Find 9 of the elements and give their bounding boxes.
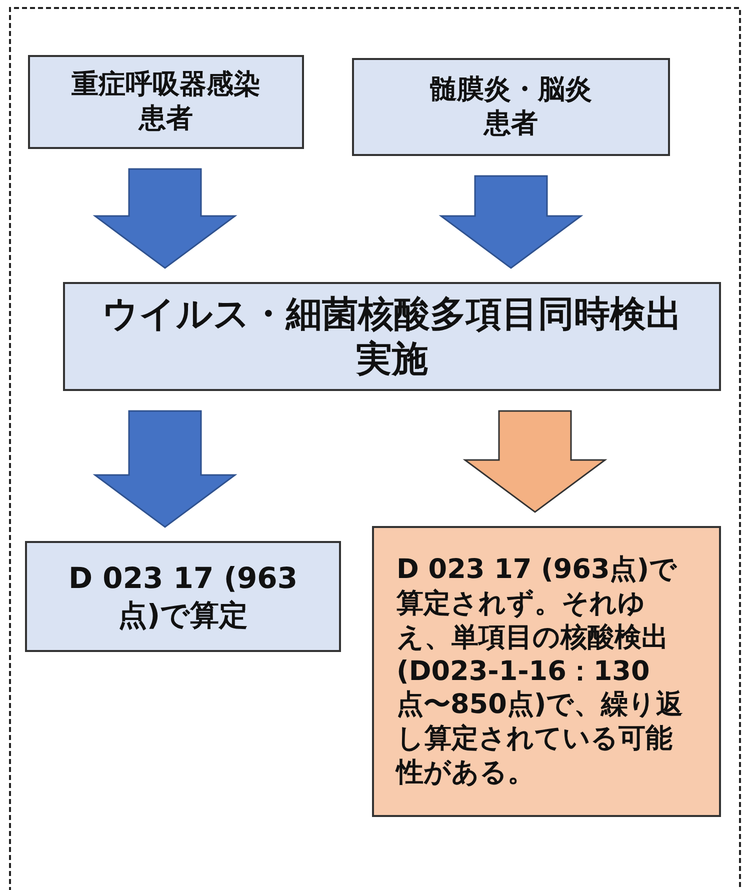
- process-box: ウイルス・細菌核酸多項目同時検出実施: [63, 282, 721, 391]
- process-box: D 023 17 (963点)で算定されず。それゆえ、単項目の核酸検出(D023-1-16：130点〜850点)で、繰り返し算定されている可能性がある。: [372, 526, 721, 817]
- block-arrow: [462, 410, 608, 513]
- block-arrow: [92, 410, 238, 528]
- process-box: 髄膜炎・脳炎患者: [352, 58, 670, 156]
- process-box: D 023 17 (963点)で算定: [25, 541, 341, 652]
- block-arrow: [438, 175, 584, 269]
- process-box: 重症呼吸器感染患者: [28, 55, 304, 149]
- block-arrow: [92, 168, 238, 269]
